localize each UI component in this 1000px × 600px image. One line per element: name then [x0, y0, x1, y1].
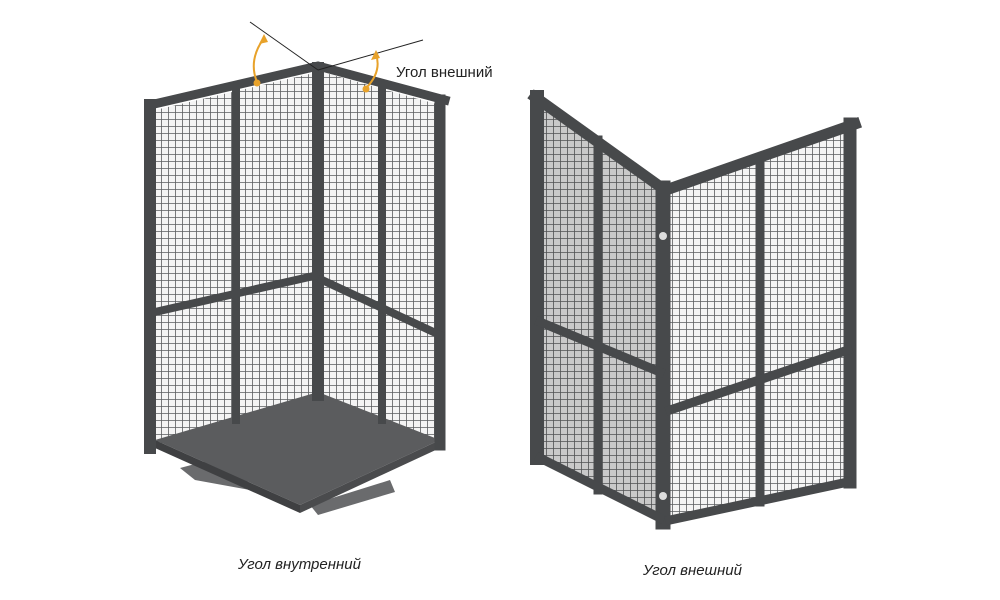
annotation-label: Угол внешний: [396, 64, 493, 81]
hinge-bolt: [659, 232, 667, 240]
floor: [155, 392, 440, 505]
hinge-bolt: [659, 492, 667, 500]
angle-annotation: [249, 21, 424, 93]
caption-outer-corner: Угол внешний: [643, 562, 742, 579]
caption-inner-corner: Угол внутренний: [238, 556, 361, 573]
outer-corner-cage: [527, 89, 863, 530]
inner-corner-cage: [144, 61, 451, 515]
floor-foot: [310, 480, 395, 515]
